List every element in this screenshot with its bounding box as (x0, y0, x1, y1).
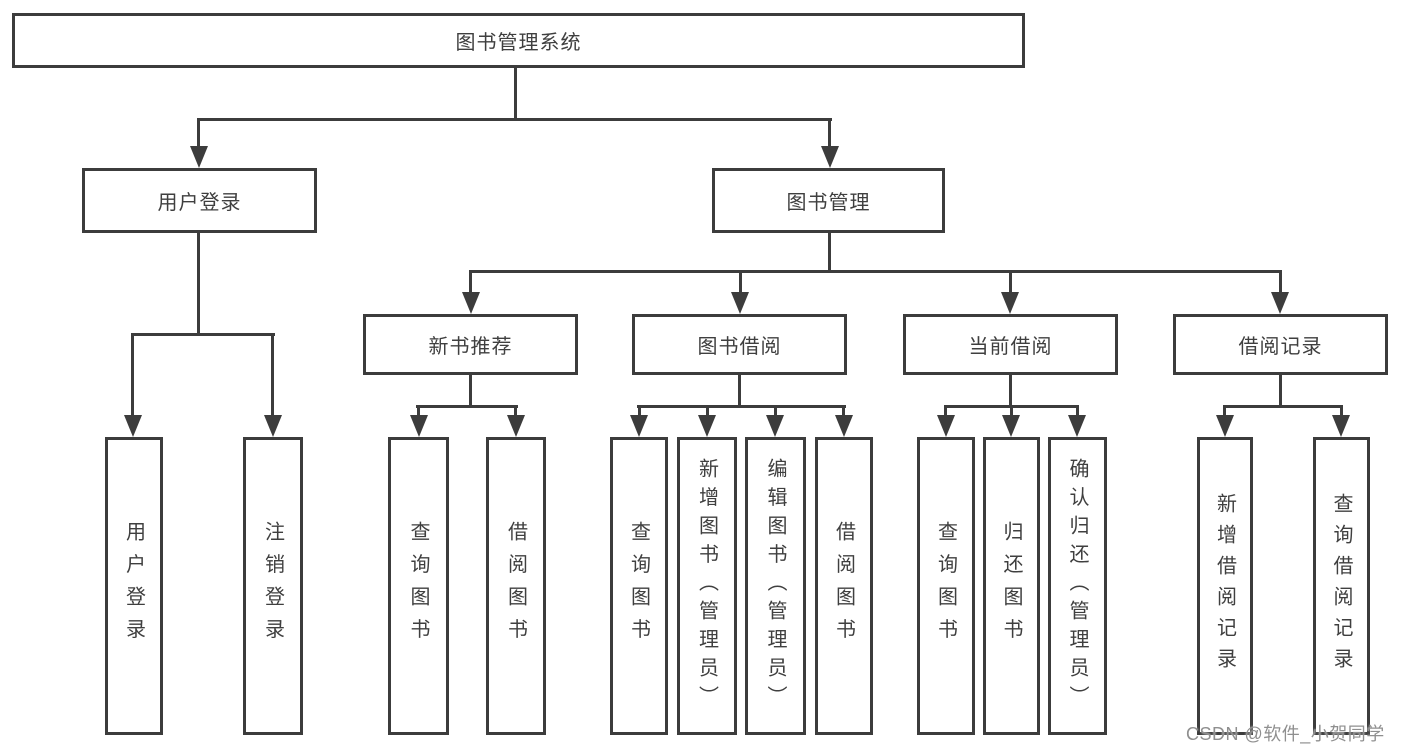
connector-line (416, 405, 518, 408)
leaf-query-book-borrow: 查询图书 (610, 437, 668, 735)
connector-line (197, 118, 832, 121)
connector-line (514, 66, 517, 121)
leaf-edit-book-admin: 编辑图书（管理员） (745, 437, 806, 735)
arrow-down-icon (1002, 415, 1020, 437)
arrow-down-icon (190, 146, 208, 168)
connector-line (1279, 371, 1282, 407)
connector-line (417, 405, 420, 417)
node-root-label: 图书管理系统 (455, 32, 582, 54)
watermark: CSDN @软件_小贺同学 (1186, 724, 1385, 744)
node-borrow-records-label: 借阅记录 (1238, 336, 1323, 358)
arrow-down-icon (1271, 292, 1289, 314)
connector-line (1223, 405, 1343, 408)
connector-line (271, 333, 274, 415)
node-new-book-recommend-label: 新书推荐 (428, 336, 513, 358)
arrow-down-icon (264, 415, 282, 437)
connector-line (197, 118, 200, 148)
connector-line (739, 270, 742, 294)
connector-line (131, 333, 275, 336)
arrow-down-icon (507, 415, 525, 437)
arrow-down-icon (630, 415, 648, 437)
leaf-add-borrow-record: 新增借阅记录 (1197, 437, 1253, 735)
leaf-query-book-current: 查询图书 (917, 437, 975, 735)
connector-line (1009, 371, 1012, 407)
connector-line (842, 405, 845, 417)
arrow-down-icon (821, 146, 839, 168)
leaf-return-book: 归还图书 (983, 437, 1040, 735)
node-book-management: 图书管理 (712, 168, 945, 233)
leaf-borrow-book-recommend: 借阅图书 (486, 437, 546, 735)
arrow-down-icon (462, 292, 480, 314)
connector-line (828, 118, 831, 148)
connector-line (774, 405, 777, 417)
leaf-borrow-book: 借阅图书 (815, 437, 873, 735)
connector-line (469, 270, 472, 294)
arrow-down-icon (410, 415, 428, 437)
leaf-query-borrow-record: 查询借阅记录 (1313, 437, 1370, 735)
arrow-down-icon (124, 415, 142, 437)
connector-line (638, 405, 641, 417)
connector-line (1009, 270, 1012, 294)
connector-line (469, 270, 1282, 273)
connector-line (1340, 405, 1343, 417)
arrow-down-icon (731, 292, 749, 314)
connector-line (738, 371, 741, 407)
leaf-query-book-recommend: 查询图书 (388, 437, 449, 735)
arrow-down-icon (1068, 415, 1086, 437)
leaf-user-login: 用户登录 (105, 437, 163, 735)
leaf-confirm-return-admin: 确认归还（管理员） (1048, 437, 1107, 735)
node-user-login: 用户登录 (82, 168, 317, 233)
node-borrow-records: 借阅记录 (1173, 314, 1388, 375)
connector-line (637, 405, 846, 408)
leaf-logout: 注销登录 (243, 437, 303, 735)
connector-line (514, 405, 517, 417)
node-current-borrow-label: 当前借阅 (968, 336, 1053, 358)
connector-line (828, 231, 831, 273)
connector-line (197, 231, 200, 336)
connector-line (1076, 405, 1079, 417)
connector-line (131, 333, 134, 415)
arrow-down-icon (937, 415, 955, 437)
node-book-borrow-label: 图书借阅 (697, 336, 782, 358)
arrow-down-icon (766, 415, 784, 437)
connector-line (944, 405, 947, 417)
connector-line (469, 371, 472, 407)
node-current-borrow: 当前借阅 (903, 314, 1118, 375)
connector-line (1223, 405, 1226, 417)
arrow-down-icon (698, 415, 716, 437)
leaf-add-book-admin: 新增图书（管理员） (677, 437, 737, 735)
arrow-down-icon (1001, 292, 1019, 314)
arrow-down-icon (1332, 415, 1350, 437)
connector-line (1010, 405, 1013, 417)
node-new-book-recommend: 新书推荐 (363, 314, 578, 375)
arrow-down-icon (1216, 415, 1234, 437)
connector-line (706, 405, 709, 417)
node-root: 图书管理系统 (12, 13, 1025, 68)
node-book-management-label: 图书管理 (786, 192, 871, 214)
node-book-borrow: 图书借阅 (632, 314, 847, 375)
connector-line (1279, 270, 1282, 294)
arrow-down-icon (835, 415, 853, 437)
node-user-login-label: 用户登录 (157, 192, 242, 214)
